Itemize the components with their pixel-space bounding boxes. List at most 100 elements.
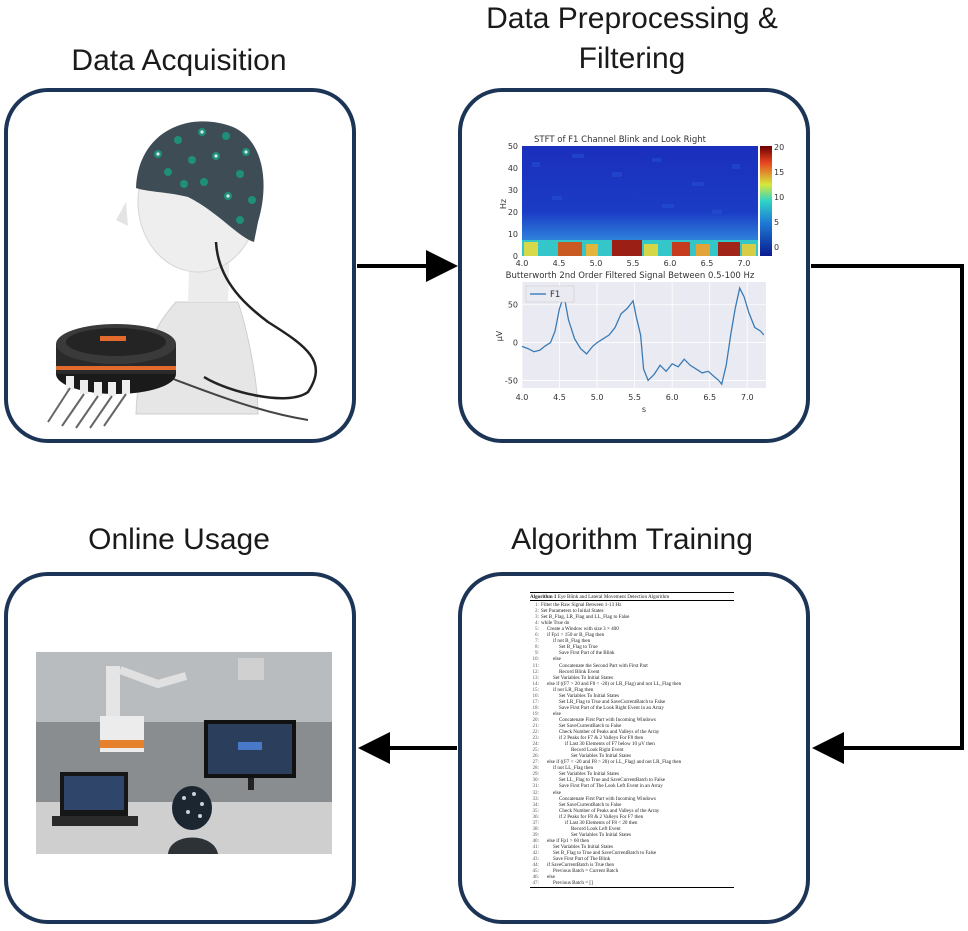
algorithm-line-text: Concatenate First Part with Incoming Win… bbox=[559, 716, 656, 723]
spectrogram-y-tick: 50 bbox=[508, 142, 518, 151]
algorithm-line: 22:Check Number of Peaks and Valleys of … bbox=[530, 729, 734, 735]
algorithm-line-number: 40: bbox=[532, 837, 539, 844]
algorithm-line-number: 18: bbox=[532, 704, 539, 711]
algorithm-line: 12:Record Blink Event bbox=[530, 669, 734, 675]
algorithm-line: 35:Check Number of Peaks and Valleys of … bbox=[530, 808, 734, 814]
algorithm-line-text: if 2 Peaks for F8 & 2 Valleys For F7 the… bbox=[559, 813, 644, 820]
spectrogram-ylabel: Hz bbox=[499, 199, 508, 209]
algorithm-caption-text: Eye Blink and Lateral Movement Detection… bbox=[557, 593, 670, 600]
algorithm-line: 29: Set Variables To Initial States bbox=[530, 771, 734, 777]
algorithm-line-number: 29: bbox=[532, 771, 539, 778]
signal-x-tick: 4.5 bbox=[553, 393, 566, 402]
algorithm-line: 45:Previous Batch = Current Batch bbox=[530, 868, 734, 874]
algorithm-line: 10:else bbox=[530, 656, 734, 662]
algorithm-line-text: else bbox=[553, 789, 561, 796]
filtered-signal-title: Butterworth 2nd Order Filtered Signal Be… bbox=[506, 271, 755, 281]
algorithm-line-number: 44: bbox=[532, 862, 539, 869]
algorithm-line-text: Check Number of Peaks and Valleys of the… bbox=[559, 807, 660, 814]
algorithm-line-number: 11: bbox=[532, 662, 539, 669]
signal-ylabel: µV bbox=[495, 330, 504, 341]
algorithm-line: 33:Concatenate First Part with Incoming … bbox=[530, 796, 734, 802]
algorithm-line-number: 31: bbox=[532, 783, 539, 790]
algorithm-line-text: Filter the Raw Signal Between 1-13 Hz bbox=[541, 602, 622, 609]
algorithm-listing: Algorithm 1 Eye Blink and Lateral Moveme… bbox=[530, 592, 734, 889]
algorithm-line: 15:if not LR_Flag then bbox=[530, 687, 734, 693]
spectrogram-x-tick: 6.5 bbox=[701, 259, 714, 268]
algorithm-line-number: 39: bbox=[532, 831, 539, 838]
algorithm-line-text: Set Variables To Initial States bbox=[553, 843, 614, 850]
algorithm-line-text: if Last 30 Elements of F8 < 20 then bbox=[565, 819, 638, 826]
algorithm-line: 2:Set Parameters to Initial States bbox=[530, 608, 734, 614]
signal-x-tick: 7.0 bbox=[741, 393, 754, 402]
algorithm-line: 37:if Last 30 Elements of F8 < 20 then bbox=[530, 820, 734, 826]
algorithm-line-text: else bbox=[553, 710, 561, 717]
algorithm-line: 46:else bbox=[530, 874, 734, 880]
algorithm-line: 13:Set Variables To Initial States bbox=[530, 675, 734, 681]
algorithm-line: 42: Set B_Flag to True and SaveCurrentBat… bbox=[530, 850, 734, 856]
spectrogram-heatmap bbox=[522, 146, 758, 256]
algorithm-line-text: if not LL_Flag then bbox=[553, 765, 594, 772]
algorithm-line: 4:while True do bbox=[530, 620, 734, 626]
algorithm-line-number: 21: bbox=[532, 722, 539, 729]
algorithm-line-text: Record Look Left Event bbox=[571, 825, 621, 832]
algorithm-line-text: Set Variables To Initial States bbox=[553, 674, 614, 681]
algorithm-line-text: if SaveCurrentBatch is True then bbox=[547, 862, 615, 869]
data-preprocessing-title-line1: Data Preprocessing & bbox=[486, 2, 778, 35]
spectrogram-y-tick: 20 bbox=[508, 208, 518, 217]
algorithm-line-number: 42: bbox=[532, 849, 539, 856]
algorithm-line-number: 2: bbox=[535, 608, 539, 615]
algorithm-line-text: Create a Window with size 3 × 400 bbox=[547, 626, 619, 633]
data-acquisition-title: Data Acquisition bbox=[71, 44, 287, 77]
algorithm-line: 7:if not B_Flag then bbox=[530, 638, 734, 644]
arrow-preprocessing-to-training bbox=[811, 264, 964, 764]
signal-y-tick: 0 bbox=[513, 339, 518, 348]
algorithm-line-number: 38: bbox=[532, 825, 539, 832]
signal-x-tick: 5.5 bbox=[628, 393, 641, 402]
algorithm-line-text: Concatenate First Part with Incoming Win… bbox=[559, 795, 656, 802]
algorithm-line: 26:Set Variables To Initial States bbox=[530, 753, 734, 759]
algorithm-line-text: Previous Batch = Current Batch bbox=[553, 868, 619, 875]
algorithm-line: 36:if 2 Peaks for F8 & 2 Valleys For F7 … bbox=[530, 814, 734, 820]
signal-xlabel: s bbox=[642, 405, 646, 414]
online-usage-photo bbox=[36, 652, 332, 854]
spectrogram-texture bbox=[532, 154, 740, 214]
algorithm-line-number: 14: bbox=[532, 680, 539, 687]
algorithm-line-number: 46: bbox=[532, 874, 539, 881]
algorithm-line-text: Previous Batch = [] bbox=[553, 880, 593, 887]
algorithm-line-text: Set B_Flag, LR_Flag and LL_Flag to False bbox=[541, 614, 630, 621]
algorithm-line-text: if Fp1 > 150 or B_Flag then bbox=[547, 632, 605, 639]
algorithm-line-number: 27: bbox=[532, 759, 539, 766]
online-usage-panel bbox=[4, 572, 356, 924]
colorbar-tick: 0 bbox=[774, 243, 779, 252]
algorithm-training-panel bbox=[458, 572, 810, 924]
algorithm-line: 38: Record Look Left Event bbox=[530, 826, 734, 832]
signal-x-tick: 5.0 bbox=[591, 393, 604, 402]
algorithm-line-text: Set B_Flag to True and SaveCurrentBatch … bbox=[553, 849, 657, 856]
spectrogram-title: STFT of F1 Channel Blink and Look Right bbox=[534, 135, 707, 145]
algorithm-line: 1:Filter the Raw Signal Between 1-13 Hz bbox=[530, 602, 734, 608]
algorithm-line-number: 20: bbox=[532, 716, 539, 723]
algorithm-line-number: 8: bbox=[535, 644, 539, 651]
algorithm-line: 39:Set Variables To Initial States bbox=[530, 832, 734, 838]
algorithm-line-text: else bbox=[553, 656, 561, 663]
data-acquisition-panel bbox=[4, 88, 356, 443]
algorithm-line-text: Record Look Right Event bbox=[571, 747, 624, 754]
algorithm-line-text: while True do bbox=[541, 620, 570, 627]
spectrogram-y-tick: 40 bbox=[508, 164, 518, 173]
spectrogram-x-tick: 7.0 bbox=[738, 259, 751, 268]
eeg-cap-device-illustration bbox=[47, 121, 318, 429]
data-preprocessing-title-line2: Filtering bbox=[578, 42, 686, 75]
algorithm-line-number: 12: bbox=[532, 668, 539, 675]
algorithm-line-number: 28: bbox=[532, 765, 539, 772]
algorithm-line-text: Set Variables To Initial States bbox=[559, 771, 620, 778]
algorithm-line-number: 47: bbox=[532, 880, 539, 887]
algorithm-line-number: 5: bbox=[535, 626, 539, 633]
algorithm-caption: Algorithm 1 Eye Blink and Lateral Moveme… bbox=[530, 592, 734, 602]
algorithm-line-number: 41: bbox=[532, 843, 539, 850]
spectrogram-x-tick: 5.0 bbox=[590, 259, 603, 268]
algorithm-line: 25:Record Look Right Event bbox=[530, 747, 734, 753]
algorithm-line: 5: Create a Window with size 3 × 400 bbox=[530, 626, 734, 632]
algorithm-line-number: 16: bbox=[532, 692, 539, 699]
algorithm-line-number: 19: bbox=[532, 710, 539, 717]
